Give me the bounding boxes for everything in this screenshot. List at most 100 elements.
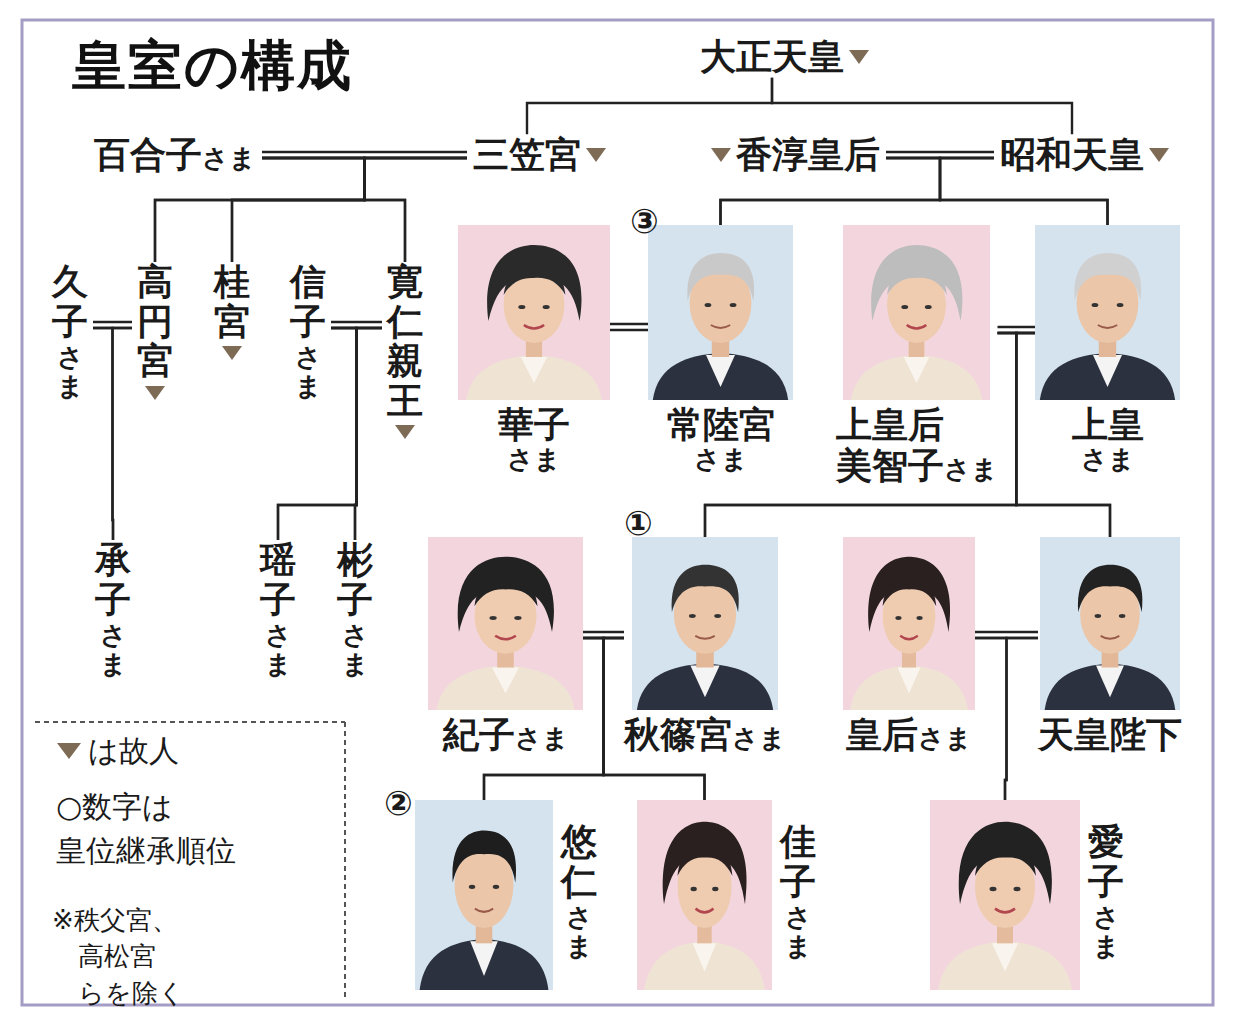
photo-slot [843, 225, 990, 400]
deceased-mark [849, 50, 869, 64]
name-text: 彬子 [337, 540, 373, 619]
name-group: 愛子さま [1088, 822, 1124, 960]
photo-slot [930, 800, 1080, 990]
honorific-text: さま [265, 621, 291, 678]
person-name: 大正天皇 [694, 36, 876, 77]
portrait-photo [458, 225, 610, 400]
name-group: 紀子さま [428, 714, 583, 755]
descent-line [262, 158, 405, 262]
portrait-photo [637, 800, 772, 990]
descent-line [331, 328, 357, 540]
name-text: 昭和天皇 [1000, 134, 1144, 175]
photo-slot [632, 537, 778, 710]
deceased-mark [585, 147, 607, 163]
name-group: 悠仁さま [561, 822, 597, 960]
honorific-text: さま [785, 903, 811, 960]
portrait-photo [648, 225, 793, 400]
deceased-mark [222, 346, 242, 360]
callout-number: ① [624, 506, 653, 540]
photo-slot [648, 225, 793, 400]
name-text: 華子 [458, 404, 610, 445]
photo-slot [1040, 537, 1180, 710]
person-name: 香淳皇后 [704, 134, 886, 175]
legend-border [35, 721, 345, 723]
descent-line [93, 328, 113, 540]
name-group: 三笠宮 [473, 134, 581, 175]
person-name: 彬子さま [332, 540, 378, 678]
note-text: ※秩父宮、高松宮 らを除く [52, 902, 185, 1011]
person-card: 皇后さま [843, 537, 975, 755]
deceased-mark [710, 147, 732, 163]
deceased-mark [1149, 148, 1169, 162]
person-card: 愛子さま [930, 800, 1124, 990]
honorific-text: さま [648, 445, 793, 475]
photo-slot [1035, 225, 1180, 400]
legend-item: は故人 [56, 733, 179, 769]
name-text: 寛仁親王 [387, 262, 423, 420]
name-text: 愛子 [1088, 822, 1124, 901]
person-name: 昭和天皇 [994, 134, 1176, 175]
name-text: 上皇后 美智子 [836, 404, 944, 487]
descent-line [355, 328, 382, 540]
deceased-mark [394, 424, 416, 440]
name-text: 紀子 [443, 714, 515, 755]
name-group: 大正天皇 [700, 36, 844, 77]
portrait-photo [415, 800, 553, 990]
honorific-text: さま [1093, 903, 1119, 960]
descent-line [278, 328, 357, 540]
name-text: 佳子 [780, 822, 816, 901]
name-group: 佳子さま [780, 822, 816, 960]
person-name: 三笠宮 [467, 134, 613, 175]
descent-line [1005, 638, 1038, 800]
name-text: 三笠宮 [473, 134, 581, 175]
person-card: 天皇陛下 [1038, 537, 1182, 755]
person-name: 瑶子さま [255, 540, 301, 678]
name-group: 上皇さま [1035, 404, 1180, 475]
descent-line [113, 328, 133, 540]
name-text: 久子 [52, 262, 88, 341]
outer-frame [22, 20, 1213, 1005]
person-card: 佳子さま [637, 800, 816, 990]
portrait-photo [843, 225, 990, 400]
deceased-mark [144, 385, 166, 401]
descent-line [365, 158, 468, 262]
name-text: 百合子 [94, 134, 202, 175]
person-card: 上皇さま [1035, 225, 1180, 475]
person-name: 久子さま [47, 262, 93, 400]
honorific-text: さま [566, 903, 592, 960]
portrait-photo [1035, 225, 1180, 400]
legend-symbol [56, 741, 82, 761]
honorific-text: さま [57, 343, 83, 400]
name-text: 瑶子 [260, 540, 296, 619]
honorific-text: さま [944, 454, 998, 484]
callout-number: ③ [630, 204, 659, 238]
name-group: 皇后さま [843, 714, 975, 755]
portrait-photo [428, 537, 583, 710]
deceased-mark [1148, 147, 1170, 163]
person-name: 承子さま [90, 540, 136, 678]
person-name: 寛仁親王 [382, 262, 428, 440]
name-text: 悠仁 [561, 822, 597, 901]
deceased-mark [711, 148, 731, 162]
callout-number: ② [384, 786, 413, 820]
descent-line [527, 78, 772, 135]
deceased-mark [848, 49, 870, 65]
descent-line [232, 158, 467, 262]
honorific-text: さま [100, 621, 126, 678]
honorific-text: さま [732, 723, 786, 753]
name-group: 華子さま [458, 404, 610, 475]
honorific-text: さま [295, 343, 321, 400]
person-card: 華子さま [458, 225, 610, 475]
legend-border [344, 722, 346, 1000]
name-text: 上皇 [1035, 404, 1180, 445]
name-group: 天皇陛下 [1038, 714, 1182, 755]
photo-slot [428, 537, 583, 710]
person-card: 常陸宮さま [648, 225, 793, 475]
name-text: 桂宮 [214, 262, 250, 341]
honorific-text: さま [1035, 445, 1180, 475]
note-text: ○数字は 皇位継承順位 [56, 785, 236, 872]
descent-line [232, 158, 365, 262]
portrait-photo [632, 537, 778, 710]
title: 皇室の構成 [72, 36, 353, 95]
name-group: 常陸宮さま [648, 404, 793, 475]
